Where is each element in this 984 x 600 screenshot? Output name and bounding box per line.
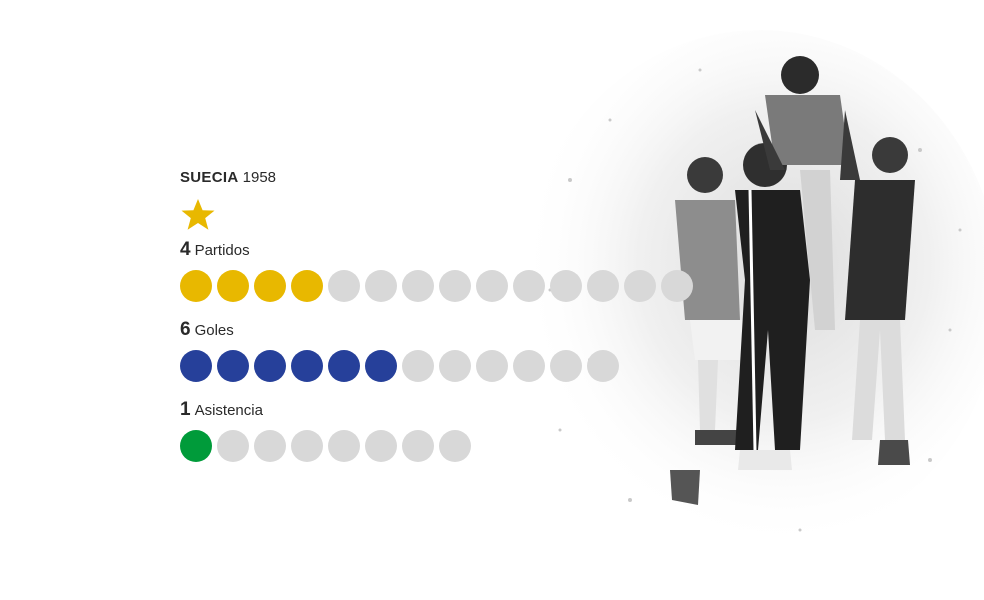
partidos-dot-empty	[476, 270, 508, 302]
goles-dot-filled	[217, 350, 249, 382]
goles-dot-filled	[180, 350, 212, 382]
stat-goles-dots	[180, 350, 700, 382]
stat-goles-label: Goles	[194, 322, 234, 339]
partidos-dot-empty	[328, 270, 360, 302]
stat-partidos-label: Partidos	[194, 242, 250, 259]
stat-asistencia-dots	[180, 430, 700, 462]
stat-partidos-dots	[180, 270, 700, 302]
asistencia-dot-empty	[402, 430, 434, 462]
goles-dot-empty	[550, 350, 582, 382]
stat-asistencia-number: 1	[180, 399, 191, 420]
goles-dot-empty	[402, 350, 434, 382]
partidos-dot-empty	[624, 270, 656, 302]
asistencia-dot-empty	[439, 430, 471, 462]
partidos-dot-filled	[180, 270, 212, 302]
partidos-dot-empty	[513, 270, 545, 302]
partidos-dot-filled	[291, 270, 323, 302]
asistencia-dot-empty	[328, 430, 360, 462]
partidos-dot-empty	[661, 270, 693, 302]
goles-dot-filled	[328, 350, 360, 382]
asistencia-dot-empty	[254, 430, 286, 462]
star-icon	[181, 199, 215, 230]
partidos-dot-empty	[439, 270, 471, 302]
partidos-dot-empty	[550, 270, 582, 302]
team-celebration-photo	[500, 30, 984, 570]
partidos-dot-empty	[365, 270, 397, 302]
title-stars	[180, 198, 700, 234]
goles-dot-filled	[291, 350, 323, 382]
stat-asistencia-label: Asistencia	[194, 402, 263, 419]
partidos-dot-empty	[402, 270, 434, 302]
asistencia-dot-empty	[365, 430, 397, 462]
tournament-year: 1958	[242, 169, 277, 186]
asistencia-dot-empty	[291, 430, 323, 462]
goles-dot-empty	[476, 350, 508, 382]
asistencia-dot-filled	[180, 430, 212, 462]
partidos-dot-empty	[587, 270, 619, 302]
stat-goles-number: 6	[180, 319, 191, 340]
goles-dot-filled	[254, 350, 286, 382]
goles-dot-empty	[587, 350, 619, 382]
goles-dot-empty	[439, 350, 471, 382]
goles-dot-filled	[365, 350, 397, 382]
asistencia-dot-empty	[217, 430, 249, 462]
stat-partidos-number: 4	[180, 239, 191, 260]
partidos-dot-filled	[254, 270, 286, 302]
partidos-dot-filled	[217, 270, 249, 302]
tournament-heading: SUECIA 1958	[180, 168, 700, 188]
goles-dot-empty	[513, 350, 545, 382]
tournament-country: SUECIA	[180, 169, 239, 186]
